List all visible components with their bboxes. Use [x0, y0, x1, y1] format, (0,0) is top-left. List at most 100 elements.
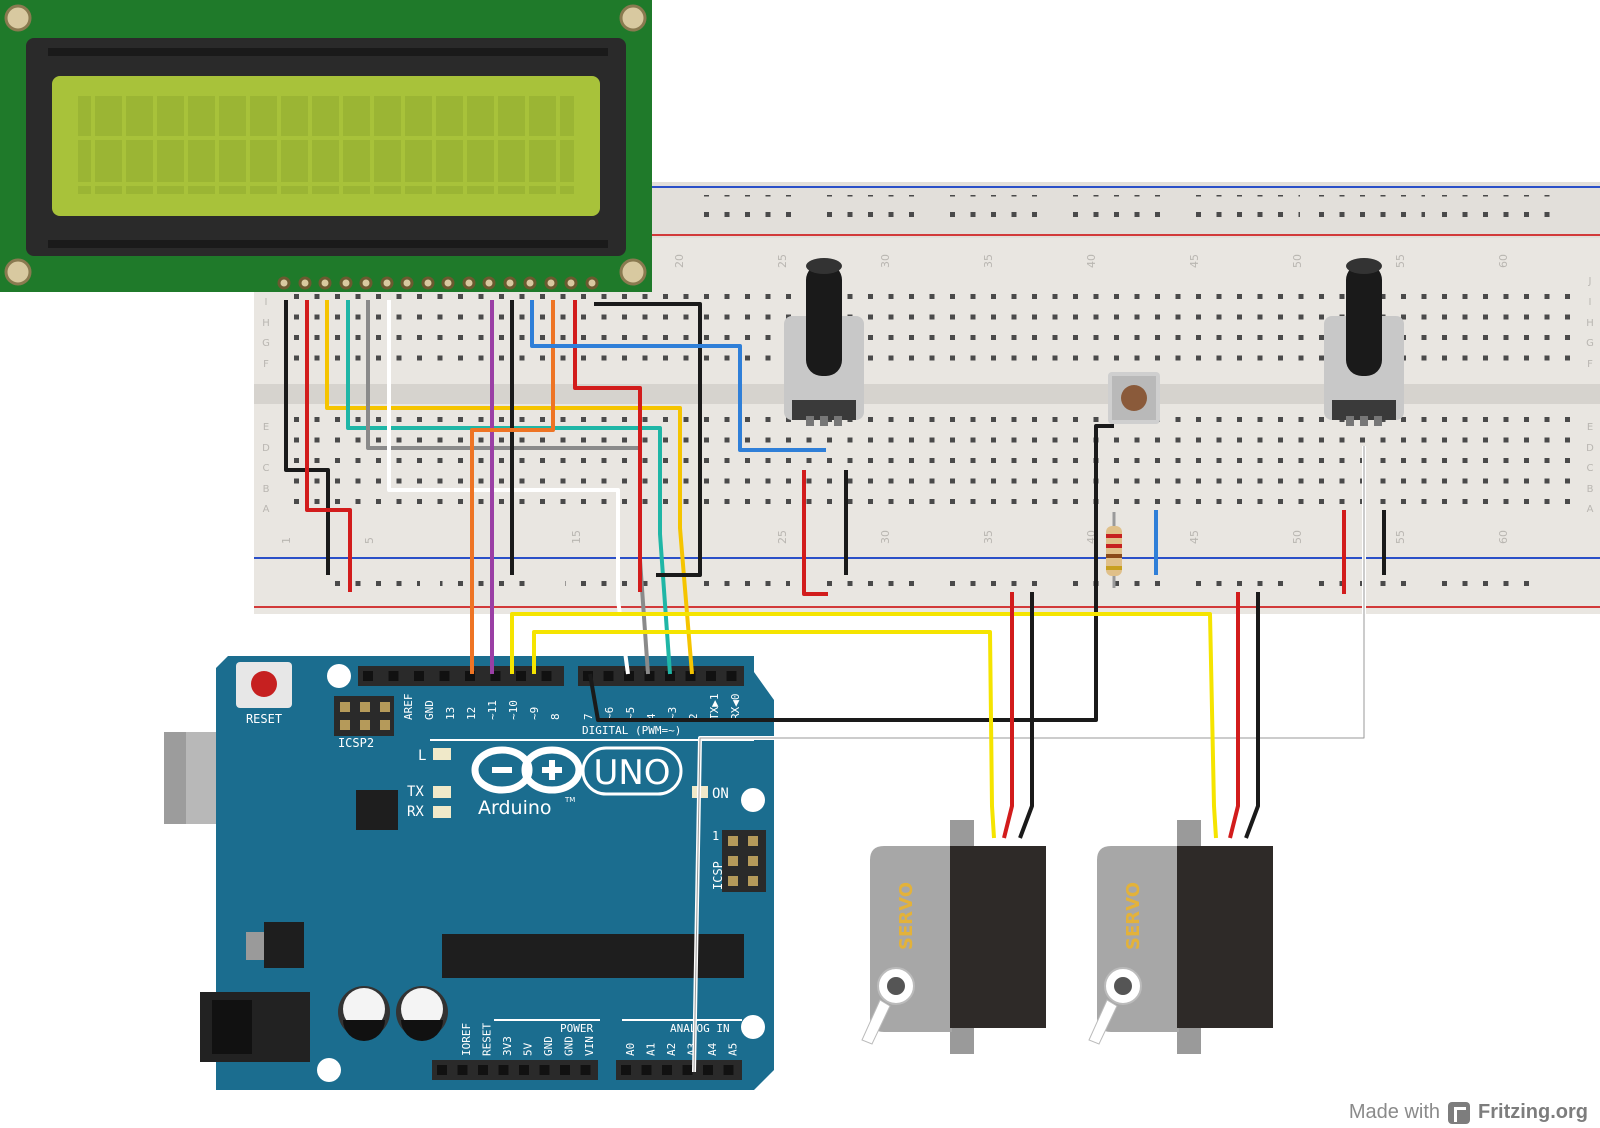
header-pin[interactable]: [490, 671, 501, 681]
column-number: 25: [776, 530, 789, 544]
led-rx: [433, 806, 451, 818]
header-pin[interactable]: [519, 1065, 529, 1075]
analog-pin-label: A1: [645, 1043, 658, 1056]
header-pin[interactable]: [414, 671, 424, 681]
lcd-character-cells: [78, 96, 574, 194]
reset-label: RESET: [246, 712, 282, 726]
led-l-label: L: [418, 748, 426, 764]
header-pin[interactable]: [539, 1065, 550, 1075]
header-pin[interactable]: [560, 1065, 570, 1075]
analog-pin-label: A4: [706, 1042, 719, 1056]
uno-label: UNO: [593, 753, 670, 793]
header-pin[interactable]: [723, 1065, 734, 1075]
row-letter: A: [1587, 504, 1594, 515]
icsp-pin1-label: 1: [712, 829, 719, 843]
header-pin[interactable]: [665, 671, 675, 681]
led-tx: [433, 786, 451, 798]
header-pin[interactable]: [603, 671, 614, 681]
header-pin[interactable]: [641, 1065, 652, 1075]
header-pin[interactable]: [439, 671, 450, 681]
on-label: ON: [712, 786, 729, 802]
header-pin[interactable]: [682, 1065, 693, 1075]
digital-pin-label: 12: [465, 707, 478, 720]
power-pin-label: GND: [542, 1036, 555, 1056]
resistor: [1106, 512, 1122, 588]
wire-red: [1002, 592, 1014, 839]
header-pin[interactable]: [516, 671, 526, 681]
row-letter: C: [263, 463, 270, 474]
wires: [284, 300, 1386, 1073]
column-number: 30: [879, 530, 892, 544]
header-pin[interactable]: [706, 671, 716, 681]
digital-pin-label: RX◀0: [729, 694, 742, 721]
header-pin[interactable]: [621, 1065, 631, 1075]
header-pin[interactable]: [388, 671, 399, 681]
column-number: 5: [363, 537, 376, 544]
fritzing-logo-icon: [1448, 1101, 1471, 1124]
header-pin[interactable]: [363, 671, 373, 681]
header-pin[interactable]: [465, 671, 475, 681]
header-pin[interactable]: [583, 671, 593, 681]
servo-motor: SERVO: [861, 820, 1046, 1054]
icsp2-label: ICSP2: [338, 736, 374, 750]
column-number: 60: [1497, 254, 1510, 268]
row-letter: H: [1586, 318, 1594, 329]
column-number: 25: [776, 254, 789, 268]
capacitor: [338, 986, 390, 1041]
made-with-text: Made with: [1348, 1101, 1441, 1123]
servo-label: SERVO: [896, 882, 917, 950]
header-pin[interactable]: [498, 1065, 509, 1075]
potentiometer[interactable]: [784, 258, 864, 426]
trademark: TM: [564, 796, 575, 804]
wire-yellow: [532, 630, 996, 839]
header-pin[interactable]: [644, 671, 655, 681]
lcd-module: [0, 0, 652, 292]
bottom-rail-holes: [320, 566, 1540, 596]
wire-orange: [470, 300, 555, 674]
power-label: POWER: [560, 1022, 593, 1035]
power-pin-label: 3V3: [501, 1036, 514, 1056]
wire-white: [387, 300, 630, 675]
arduino-logo: [471, 746, 583, 794]
led-tx-label: TX: [407, 784, 424, 800]
digital-label: DIGITAL (PWM=~): [582, 724, 681, 737]
header-pin[interactable]: [624, 671, 634, 681]
digital-pin-label: ~11: [486, 700, 499, 720]
header-pin[interactable]: [457, 1065, 468, 1075]
reset-button-cap[interactable]: [251, 671, 277, 697]
header-pin[interactable]: [437, 1065, 447, 1075]
header-pin[interactable]: [580, 1065, 591, 1075]
fritzing-watermark: Made with Fritzing.org: [1349, 1101, 1588, 1124]
column-number: 1: [280, 537, 293, 544]
digital-pin-label: ~3: [666, 707, 679, 720]
digital-pin-label: 7: [582, 713, 595, 720]
potentiometer-shaft[interactable]: [1346, 264, 1382, 376]
header-pin[interactable]: [541, 671, 552, 681]
wire-teal: [346, 300, 672, 675]
column-number: 45: [1188, 530, 1201, 544]
header-pin[interactable]: [478, 1065, 488, 1075]
row-letter: E: [1587, 422, 1593, 433]
column-number: 15: [570, 530, 583, 544]
potentiometer[interactable]: [1324, 258, 1404, 426]
row-letter: A: [263, 504, 270, 515]
row-letter: F: [1587, 359, 1593, 370]
column-number: 45: [1188, 254, 1201, 268]
led-rx-label: RX: [407, 804, 424, 820]
top-rail-holes: [690, 195, 1550, 225]
wire-blue: [530, 300, 826, 452]
digital-pin-label: 2: [687, 713, 700, 720]
lcd-header-pins: [277, 276, 599, 290]
icsp-label: ICSP: [711, 861, 725, 890]
header-pin[interactable]: [703, 1065, 713, 1075]
potentiometer-shaft[interactable]: [806, 264, 842, 376]
mounting-hole: [619, 258, 647, 286]
header-pin[interactable]: [726, 671, 737, 681]
mounting-hole: [741, 1015, 765, 1039]
push-button[interactable]: [1108, 372, 1160, 424]
digital-pin-label: ~10: [507, 700, 520, 720]
header-pin[interactable]: [685, 671, 696, 681]
led-l: [433, 748, 451, 760]
row-letter: C: [1587, 463, 1594, 474]
header-pin[interactable]: [662, 1065, 672, 1075]
